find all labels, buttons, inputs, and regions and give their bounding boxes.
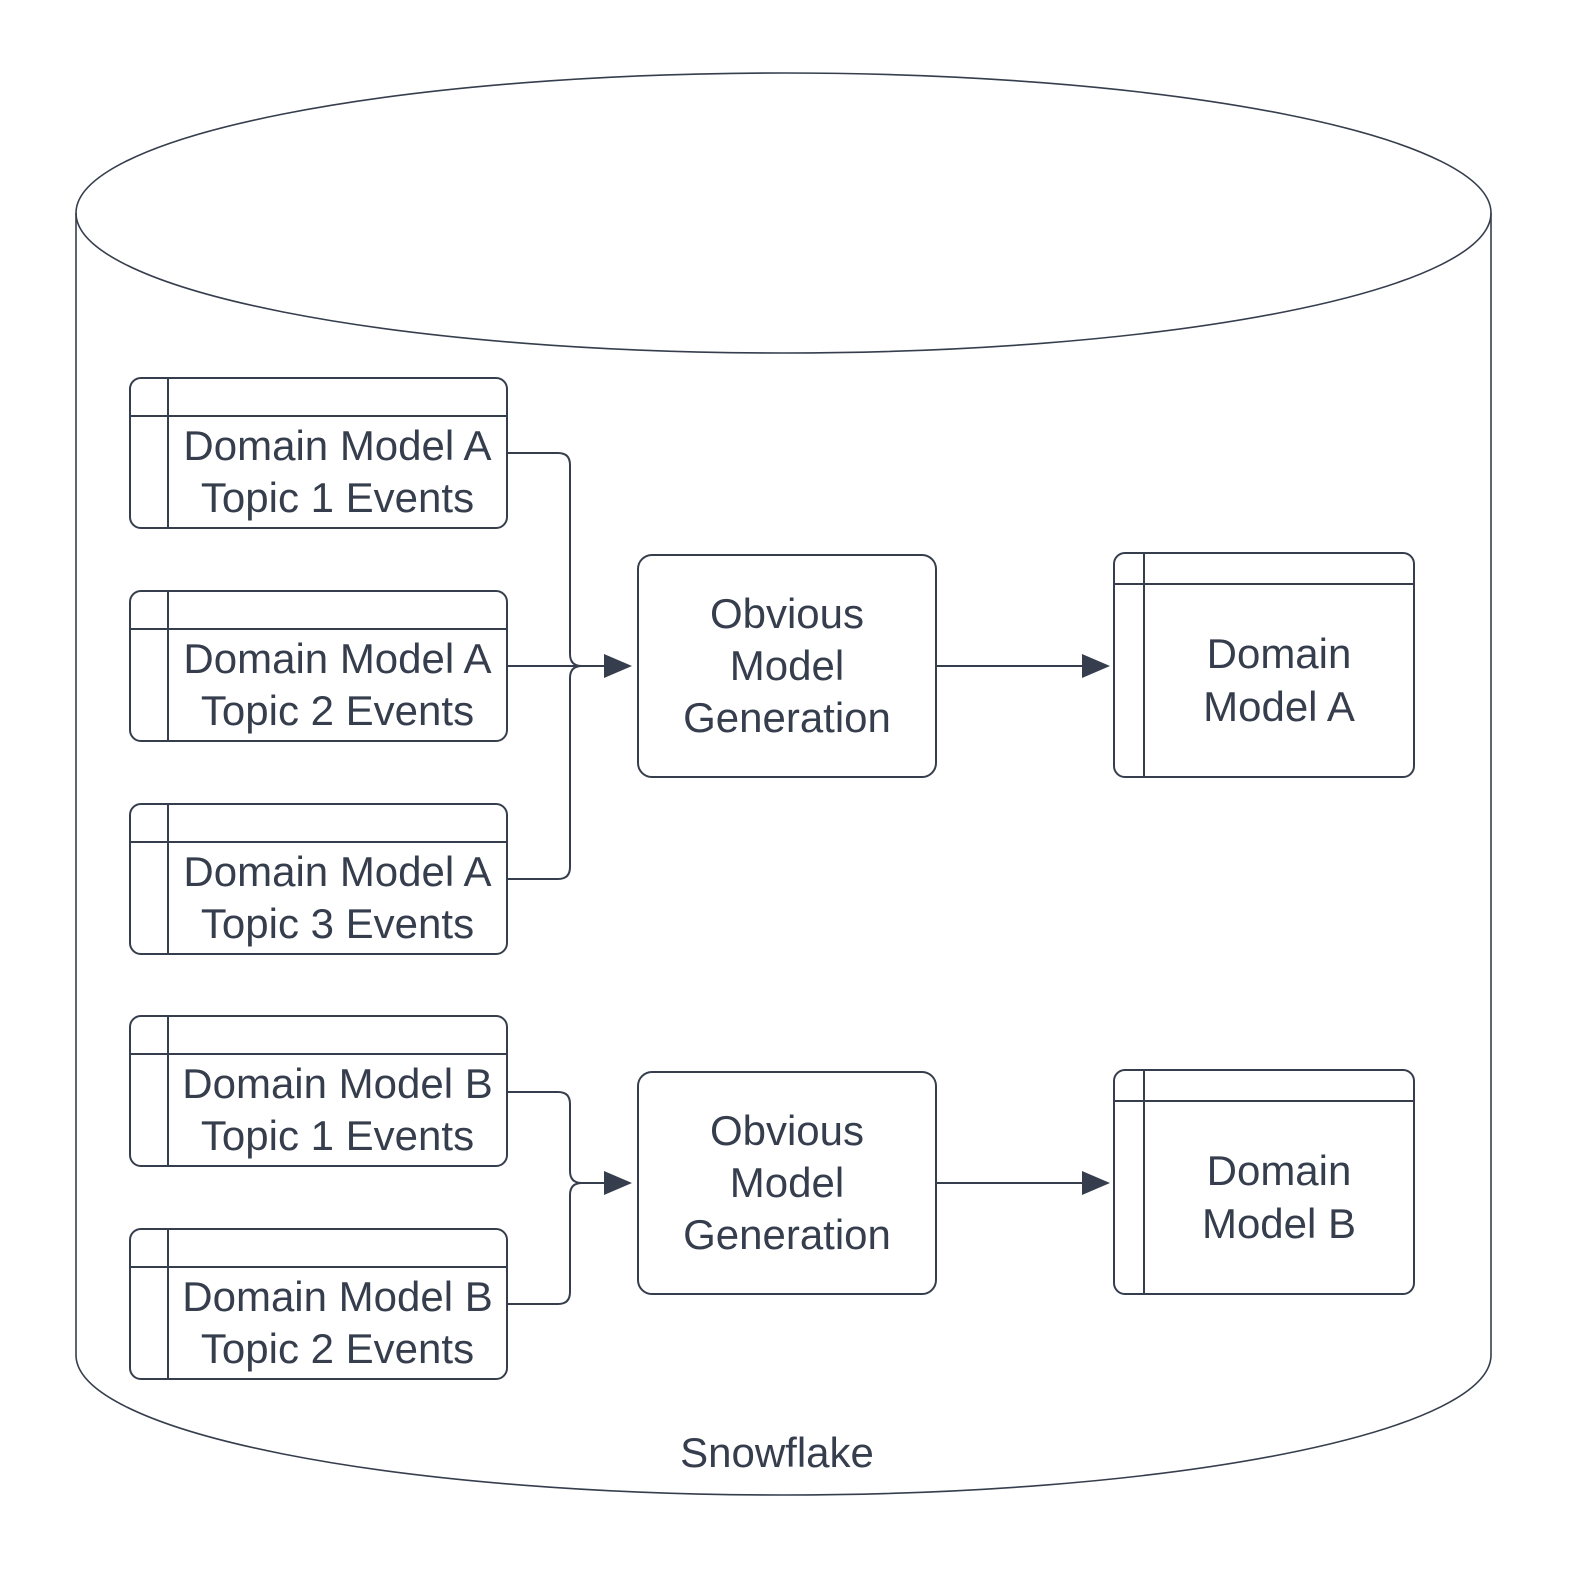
arrowhead-b-output <box>1082 1171 1110 1195</box>
cylinder-top-ellipse <box>75 72 1492 354</box>
table-header-divider <box>1115 583 1413 585</box>
table-column-divider <box>167 805 169 953</box>
table-label: Domain Model B Topic 1 Events <box>182 1059 493 1159</box>
snowflake-cylinder-shape <box>75 72 1492 1496</box>
table-domain-model-a-topic-1-events: Domain Model A Topic 1 Events <box>129 377 508 529</box>
arrowhead-a-merge <box>604 654 632 678</box>
arrowhead-a-output <box>1082 654 1110 678</box>
table-label: Domain Model A <box>1203 630 1355 730</box>
connector-a-topic1-to-merge <box>508 452 604 667</box>
connector-b-topic1-to-merge <box>508 1091 604 1184</box>
connector-a-topic3-to-merge <box>508 665 604 880</box>
table-header-divider <box>131 841 506 843</box>
arrowhead-b-merge <box>604 1171 632 1195</box>
table-column-divider <box>167 1017 169 1165</box>
process-obvious-model-generation-b: Obvious Model Generation <box>637 1071 937 1295</box>
table-domain-model-b-topic-2-events: Domain Model B Topic 2 Events <box>129 1228 508 1380</box>
table-header-divider <box>131 628 506 630</box>
table-label: Domain Model B Topic 2 Events <box>182 1272 493 1372</box>
process-label: Obvious Model Generation <box>683 1106 891 1259</box>
connectors-flow-a <box>508 452 1110 880</box>
table-domain-model-a-topic-3-events: Domain Model A Topic 3 Events <box>129 803 508 955</box>
table-column-divider <box>167 592 169 740</box>
table-domain-model-a: Domain Model A <box>1113 552 1415 778</box>
table-label: Domain Model A Topic 3 Events <box>183 847 492 947</box>
cylinder-body-outline <box>75 213 1492 1496</box>
table-label: Domain Model A Topic 2 Events <box>183 634 492 734</box>
table-column-divider <box>1143 1071 1145 1293</box>
table-header-divider <box>131 1053 506 1055</box>
table-column-divider <box>167 1230 169 1378</box>
table-domain-model-b-topic-1-events: Domain Model B Topic 1 Events <box>129 1015 508 1167</box>
table-label: Domain Model B <box>1201 1147 1357 1247</box>
process-obvious-model-generation-a: Obvious Model Generation <box>637 554 937 778</box>
table-domain-model-b: Domain Model B <box>1113 1069 1415 1295</box>
table-header-divider <box>1115 1100 1413 1102</box>
connector-b-topic2-to-merge <box>508 1182 604 1305</box>
table-column-divider <box>1143 554 1145 776</box>
cylinder-label: Snowflake <box>680 1429 874 1476</box>
process-label: Obvious Model Generation <box>683 589 891 742</box>
table-header-divider <box>131 415 506 417</box>
table-column-divider <box>167 379 169 527</box>
connectors-flow-b <box>508 1091 1110 1305</box>
table-domain-model-a-topic-2-events: Domain Model A Topic 2 Events <box>129 590 508 742</box>
table-header-divider <box>131 1266 506 1268</box>
table-label: Domain Model A Topic 1 Events <box>183 421 492 521</box>
